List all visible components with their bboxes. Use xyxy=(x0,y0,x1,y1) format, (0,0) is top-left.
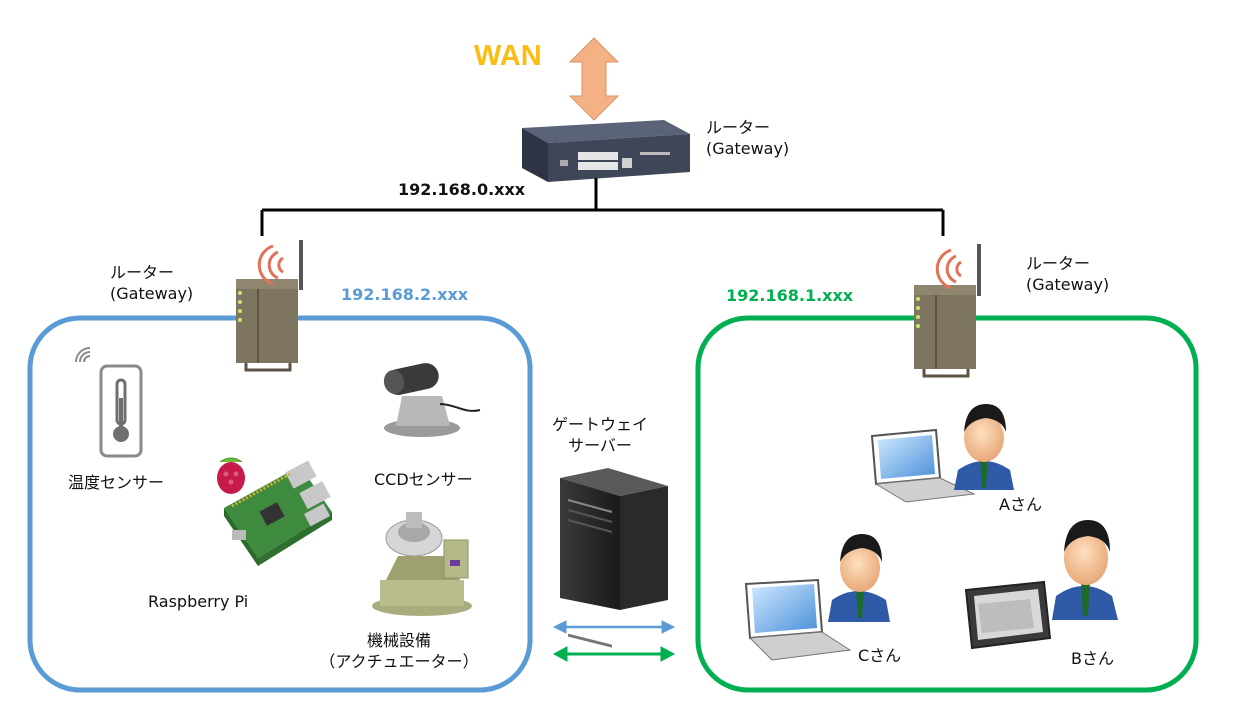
user-a-label: Aさん xyxy=(999,495,1042,514)
machine-label: 機械設備 （アクチュエーター） xyxy=(318,630,480,672)
laptop-icon-a xyxy=(870,428,976,503)
right-router-label-line2: (Gateway) xyxy=(1026,275,1110,294)
gateway-server-label-line1: ゲートウェイ xyxy=(551,415,648,434)
blue-link-arrow xyxy=(552,620,676,634)
machine-label-line2: （アクチュエーター） xyxy=(319,652,479,671)
wan-ip-label: 192.168.0.xxx xyxy=(398,180,526,199)
raspberry-pi-label: Raspberry Pi xyxy=(148,592,249,611)
left-network-ip: 192.168.2.xxx xyxy=(341,285,469,304)
laptop-icon-c xyxy=(744,578,852,661)
right-network-ip: 192.168.1.xxx xyxy=(726,286,854,305)
right-router-label-line1: ルーター xyxy=(1026,254,1091,273)
ccd-camera-icon xyxy=(383,363,481,437)
right-router-icon xyxy=(914,244,981,378)
main-router-icon xyxy=(522,120,690,182)
user-b-label: Bさん xyxy=(1071,649,1114,668)
actuator-machine-icon xyxy=(372,512,472,616)
person-icon-a xyxy=(954,404,1014,490)
gateway-server-label: ゲートウェイ サーバー xyxy=(548,414,652,456)
left-router-icon xyxy=(236,240,303,372)
wan-lines xyxy=(260,178,945,236)
wireless-signal-icon xyxy=(75,347,91,363)
tablet-icon-b xyxy=(964,580,1052,650)
wan-arrow xyxy=(568,37,620,121)
thermometer-icon xyxy=(99,364,143,458)
ccd-sensor-label: CCDセンサー xyxy=(374,470,473,489)
left-router-label-line1: ルーター xyxy=(110,263,175,282)
raspberry-pi-icon xyxy=(224,460,332,566)
raspberry-logo-icon xyxy=(217,457,245,494)
main-router-label-line2: (Gateway) xyxy=(706,139,790,158)
machine-label-line1: 機械設備 xyxy=(366,631,431,650)
right-router-label: ルーター (Gateway) xyxy=(1026,253,1109,295)
left-router-label: ルーター (Gateway) xyxy=(110,262,193,304)
main-router-label-line1: ルーター xyxy=(706,118,771,137)
person-icon-b xyxy=(1052,520,1118,620)
person-icon-c xyxy=(828,534,890,622)
wan-label: WAN xyxy=(474,40,542,72)
left-router-label-line2: (Gateway) xyxy=(110,284,194,303)
main-router-label: ルーター (Gateway) xyxy=(706,117,789,159)
green-link-arrow xyxy=(552,646,676,662)
gateway-server-label-line2: サーバー xyxy=(568,436,632,455)
temp-sensor-label: 温度センサー xyxy=(68,473,165,492)
server-tower-icon xyxy=(560,468,668,648)
user-c-label: Cさん xyxy=(858,646,902,665)
